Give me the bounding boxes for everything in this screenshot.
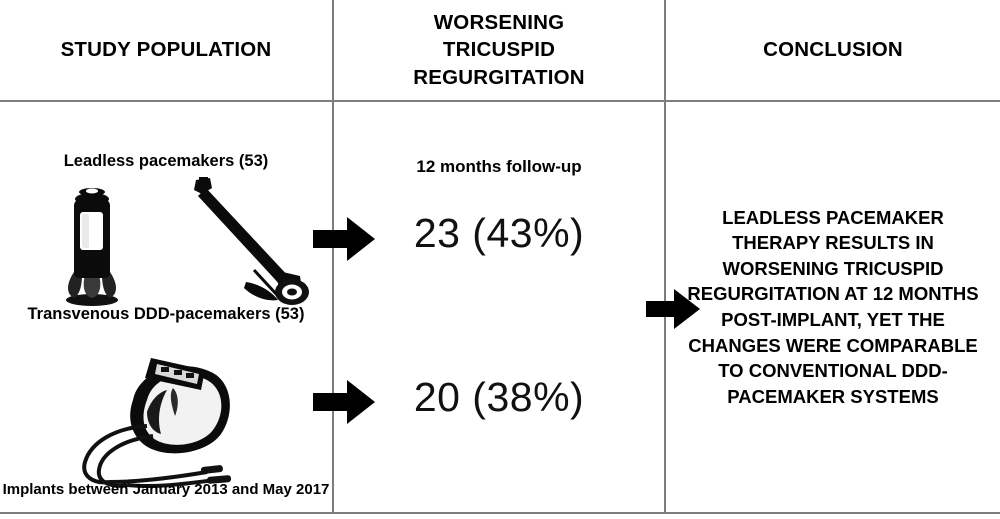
result-transvenous: 20 (38%) (413, 374, 585, 420)
leadless-pacemaker-icon (52, 180, 178, 308)
result-leadless: 23 (43%) (413, 210, 585, 256)
column-study-population: Leadless pacemakers (53) (0, 102, 332, 512)
followup-duration-label: 12 months follow-up (416, 157, 582, 176)
column-header-line-2: TRICUSPID (442, 38, 556, 62)
column-header-study-population: STUDY POPULATION (60, 38, 272, 62)
column-header-line-3: REGURGITATION (413, 65, 585, 89)
header-row: STUDY POPULATION WORSENING TRICUSPID REG… (0, 0, 1000, 100)
column-header-worsening-tricuspid-regurgitation: WORSENING TRICUSPID REGURGITATION (334, 0, 664, 100)
column-conclusion: LEADLESS PACEMAKER THERAPY RESULTS IN WO… (666, 102, 1000, 512)
conclusion-text: LEADLESS PACEMAKER THERAPY RESULTS IN WO… (687, 206, 979, 407)
delivery-catheter-icon (182, 174, 322, 309)
header-divider-line (0, 100, 1000, 102)
column-header-line-1: WORSENING (433, 11, 565, 35)
bottom-border-line (0, 512, 1000, 514)
transvenous-ddd-pacemakers-label: Transvenous DDD-pacemakers (53) (27, 305, 305, 323)
column-worsening-tricuspid-regurgitation: 12 months follow-up 23 (43%) 20 (38%) (334, 102, 664, 512)
ddd-pacemaker-icon (55, 342, 300, 492)
column-header-conclusion: CONCLUSION (763, 38, 903, 62)
column-divider-1 (332, 0, 334, 514)
leadless-pacemakers-label: Leadless pacemakers (53) (63, 152, 269, 170)
arrow-right-icon-leadless (311, 214, 377, 264)
arrow-right-icon-conclusion (640, 284, 706, 334)
column-divider-2 (664, 0, 666, 514)
arrow-right-icon-transvenous (311, 377, 377, 427)
implant-period-label: Implants between January 2013 and May 20… (2, 481, 330, 498)
